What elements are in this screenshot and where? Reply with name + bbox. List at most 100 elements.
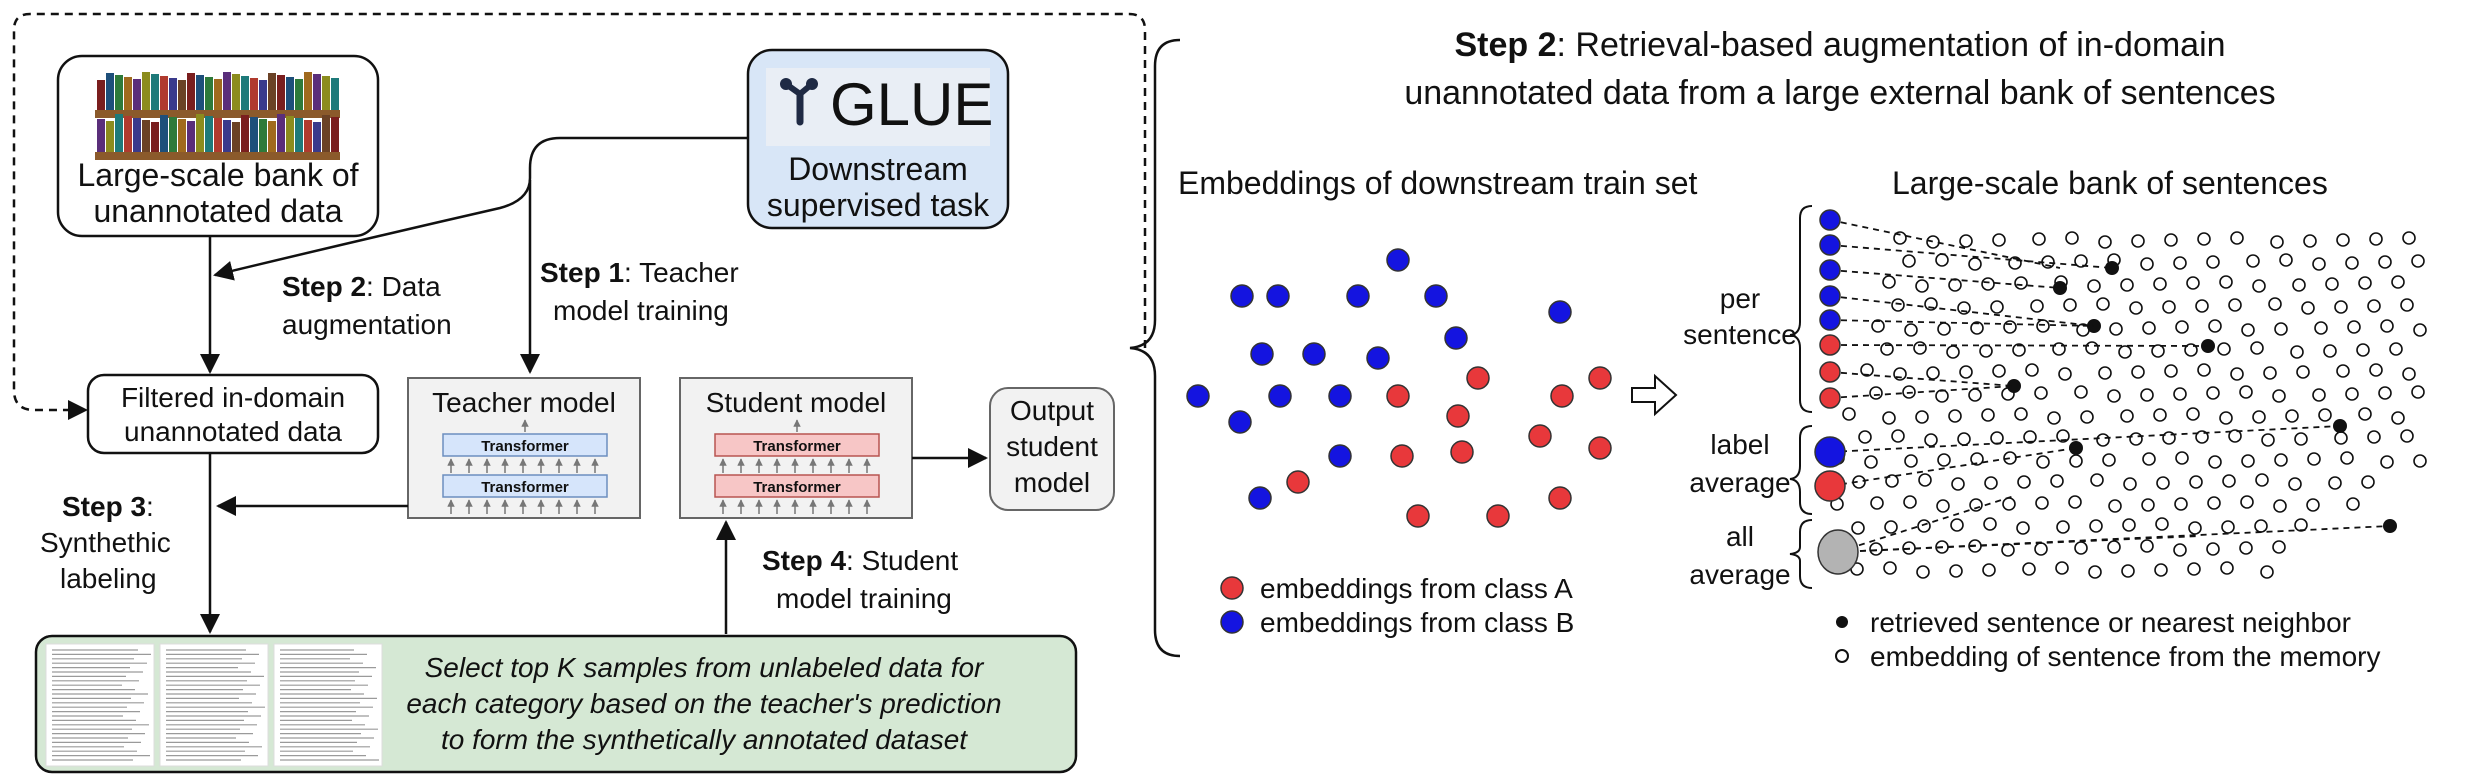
class-b-point xyxy=(1386,248,1410,272)
glue-box-line2: supervised task xyxy=(767,187,990,223)
book xyxy=(160,115,168,152)
book xyxy=(223,72,231,110)
memory-embedding xyxy=(2346,497,2360,511)
teacher-model-title: Teacher model xyxy=(432,387,616,418)
bank-title: Large-scale bank of sentences xyxy=(1892,165,2328,201)
class-b-point xyxy=(1230,284,1254,308)
per-sentence-query xyxy=(1819,334,1841,356)
class-a-point xyxy=(1588,366,1612,390)
memory-embedding xyxy=(2074,254,2088,268)
memory-embedding xyxy=(2228,298,2242,312)
memory-embedding xyxy=(2153,408,2167,422)
memory-embedding xyxy=(2413,454,2427,468)
class-b-point xyxy=(1250,342,1274,366)
memory-embedding xyxy=(1983,517,1997,531)
embeddings-scatter xyxy=(1186,248,1612,528)
memory-embedding xyxy=(2025,363,2039,377)
memory-embedding xyxy=(2378,255,2392,269)
memory-embedding xyxy=(2109,322,2123,336)
filtered-box-line2: unannotated data xyxy=(124,416,342,447)
memory-embedding xyxy=(1851,521,1865,535)
class-b-point xyxy=(1302,342,1326,366)
memory-embedding xyxy=(2220,561,2234,575)
memory-embedding xyxy=(2274,322,2288,336)
memory-embedding xyxy=(2402,367,2416,381)
memory-embedding xyxy=(1904,454,1918,468)
book xyxy=(277,114,285,152)
memory-embedding xyxy=(1860,363,1874,377)
memory-embedding xyxy=(2400,298,2414,312)
memory-embedding xyxy=(2195,430,2209,444)
class-a-point xyxy=(1390,444,1414,468)
book xyxy=(106,73,114,110)
memory-embedding xyxy=(2367,299,2381,313)
memory-embedding xyxy=(2252,279,2266,293)
all-average-brace xyxy=(1789,519,1813,589)
legend-retrieved-label: retrieved sentence or nearest neighbor xyxy=(1870,607,2351,638)
memory-embedding xyxy=(2065,231,2079,245)
memory-embedding xyxy=(2162,300,2176,314)
memory-embedding xyxy=(2314,321,2328,335)
memory-embedding xyxy=(2023,430,2037,444)
label-average-brace xyxy=(1789,425,1813,515)
label-average-query xyxy=(1814,436,1846,468)
book xyxy=(322,76,330,110)
filtered-box-line1: Filtered in-domain xyxy=(121,382,345,413)
memory-embedding xyxy=(2345,256,2359,270)
memory-embedding xyxy=(2003,320,2017,334)
query-embeddings xyxy=(1814,209,1859,575)
student-model-title: Student model xyxy=(706,387,887,418)
memory-embedding xyxy=(2063,298,2077,312)
memory-embedding xyxy=(1883,561,1897,575)
memory-embedding xyxy=(2151,344,2165,358)
memory-embedding xyxy=(2279,253,2293,267)
student-transformer-label-1: Transformer xyxy=(753,438,841,455)
book xyxy=(250,78,258,110)
glue-logo-text: GLUE xyxy=(830,71,993,138)
right-panel-brace xyxy=(1129,38,1181,658)
memory-embedding xyxy=(1918,473,1932,487)
class-b-point xyxy=(1424,284,1448,308)
memory-embedding xyxy=(2208,455,2222,469)
memory-embedding xyxy=(2173,387,2187,401)
memory-embedding xyxy=(2120,278,2134,292)
book xyxy=(151,122,159,152)
memory-embedding xyxy=(2142,321,2156,335)
memory-embedding xyxy=(2380,319,2394,333)
memory-embedding xyxy=(1916,565,1930,579)
legend-retrieved-marker xyxy=(1836,616,1848,628)
memory-embedding xyxy=(1990,300,2004,314)
memory-embedding xyxy=(2285,409,2299,423)
book xyxy=(187,121,195,152)
label-average-query xyxy=(1814,470,1846,502)
memory-embedding xyxy=(2207,496,2221,510)
output-box-line1: Output xyxy=(1010,395,1094,426)
retrieval-link xyxy=(1837,535,2201,553)
book xyxy=(304,120,312,152)
memory-embedding xyxy=(2358,407,2372,421)
step4-label: Step 4: Student xyxy=(762,545,958,576)
memory-embedding xyxy=(2290,345,2304,359)
per-sentence-query xyxy=(1819,309,1841,331)
memory-embedding xyxy=(2090,473,2104,487)
retrieval-link xyxy=(1829,244,2113,269)
document-page xyxy=(159,643,269,767)
memory-embedding xyxy=(2189,475,2203,489)
book xyxy=(286,77,294,110)
legend-class-b-label: embeddings from class B xyxy=(1260,607,1574,638)
right-title-line1: Step 2: Retrieval-based augmentation of … xyxy=(1454,26,2225,64)
class-b-point xyxy=(1328,384,1352,408)
memory-embedding xyxy=(2173,256,2187,270)
legend-class-a-label: embeddings from class A xyxy=(1260,573,1573,604)
retrieved-sentence xyxy=(2007,379,2021,393)
memory-embedding xyxy=(2240,495,2254,509)
book xyxy=(214,79,222,110)
memory-embedding xyxy=(2140,388,2154,402)
class-b-point xyxy=(1366,346,1390,370)
book xyxy=(214,118,222,152)
memory-embedding xyxy=(2155,517,2169,531)
memory-embedding xyxy=(2361,475,2375,489)
book xyxy=(142,72,150,110)
memory-embedding xyxy=(1893,231,1907,245)
right-title-line2: unannotated data from a large external b… xyxy=(1404,74,2275,112)
